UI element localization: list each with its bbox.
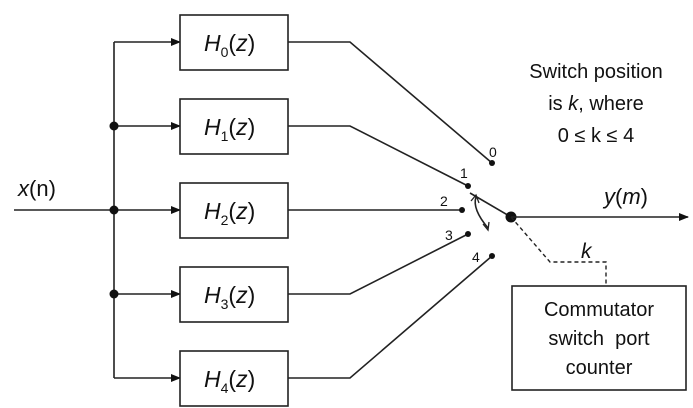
port-contact-1 — [465, 183, 471, 189]
note-line-1: Switch position — [529, 61, 662, 83]
output-label: y(m) — [602, 184, 648, 209]
note-line-3: 0 ≤ k ≤ 4 — [558, 125, 634, 147]
svg-text:H2(z): H2(z) — [204, 198, 255, 228]
port-label-2: 2 — [440, 193, 448, 209]
svg-text:H3(z): H3(z) — [204, 282, 255, 312]
filter-box-4: H4(z) — [179, 350, 289, 407]
filter-output-line-3 — [288, 233, 469, 295]
control-label: k — [581, 240, 593, 263]
port-label-3: 3 — [445, 227, 453, 243]
filter-output-line-0 — [288, 41, 493, 164]
port-contact-3 — [465, 231, 471, 237]
junction-dot — [109, 289, 119, 299]
input-label: x(n) — [17, 176, 56, 201]
port-label-1: 1 — [460, 165, 468, 181]
filter-output-line-1 — [288, 125, 469, 187]
port-contact-4 — [489, 253, 495, 259]
filter-output-line-4 — [288, 255, 493, 379]
counter-box: Commutator switch port counter — [511, 285, 687, 391]
svg-text:H1(z): H1(z) — [204, 114, 255, 144]
port-label-0: 0 — [489, 144, 497, 160]
junction-dot — [109, 205, 119, 215]
rotation-arrow-icon — [474, 196, 489, 229]
filter-box-0: H0(z) — [179, 14, 289, 71]
svg-text:H0(z): H0(z) — [204, 30, 255, 60]
filter-box-1: H1(z) — [179, 98, 289, 155]
note-line-2: is k, where — [548, 93, 644, 115]
port-contact-2 — [459, 207, 465, 213]
control-dashed-line — [510, 216, 607, 286]
port-label-4: 4 — [472, 249, 480, 265]
svg-text:counter: counter — [566, 357, 633, 379]
filter-box-2: H2(z) — [179, 182, 289, 239]
port-contact-0 — [489, 160, 495, 166]
svg-text:Commutator: Commutator — [544, 299, 654, 321]
filter-box-3: H3(z) — [179, 266, 289, 323]
svg-text:H4(z): H4(z) — [204, 366, 255, 396]
junction-dot — [109, 121, 119, 131]
svg-text:switch port: switch port — [548, 328, 650, 350]
